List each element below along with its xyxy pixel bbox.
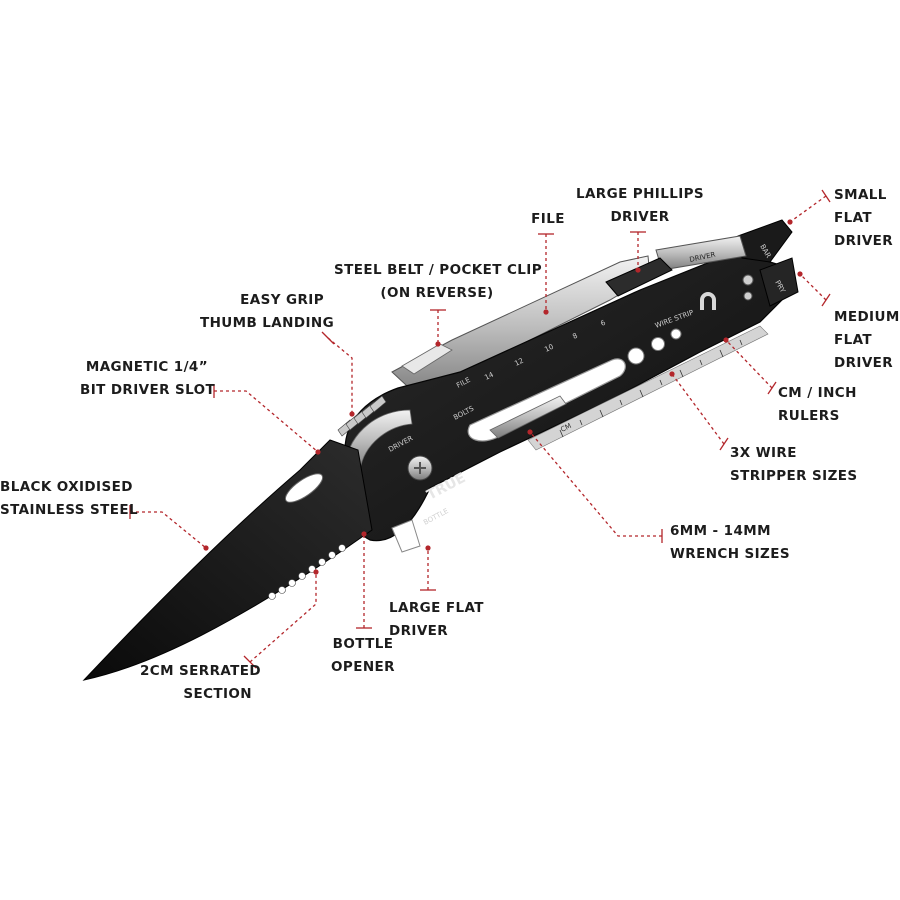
wire-stripper-hole — [627, 347, 645, 365]
phillips-driver-lever — [605, 257, 673, 297]
leader-dot-serrated-section — [313, 569, 319, 575]
leader-dot-wrench-sizes — [527, 429, 533, 435]
leader-line-wrench-sizes — [529, 431, 662, 537]
leader-tick-small-flat-driver — [821, 189, 831, 203]
callout-cm-inch-rulers: CM / INCH RULERS — [778, 385, 857, 424]
pivot-screw-torx — [414, 462, 426, 474]
wrench-cutout — [467, 358, 626, 442]
ruler-strip — [527, 325, 769, 451]
leader-dot-easy-grip-thumb-landing — [349, 411, 355, 417]
leader-line-cm-inch-rulers — [725, 339, 773, 389]
pivot-bolster — [344, 409, 413, 471]
leader-dot-cm-inch-rulers — [723, 337, 729, 343]
leader-dot-small-flat-driver — [787, 219, 793, 225]
callout-large-phillips-driver: LARGE PHILLIPS DRIVER — [575, 186, 705, 225]
callout-large-flat-driver: LARGE FLAT DRIVER — [389, 600, 484, 639]
leader-dot-magnetic-bit-driver-slot — [315, 449, 321, 455]
callout-easy-grip-thumb-landing: EASY GRIP THUMB LANDING — [200, 292, 335, 331]
leader-dot-file — [543, 309, 549, 315]
thumb-grip-serrations — [337, 395, 387, 437]
rivet-screw — [743, 291, 753, 301]
leader-line-serrated-section — [249, 572, 317, 663]
ruler-ticks — [559, 339, 743, 438]
leader-line-magnetic-bit-driver-slot — [214, 390, 319, 453]
wire-stripper-hole — [670, 328, 682, 340]
handle-mark-cm: CM — [559, 422, 572, 434]
leader-dot-bottle-opener — [361, 531, 367, 537]
callout-wrench-sizes: 6MM - 14MM WRENCH SIZES — [670, 523, 790, 562]
callout-medium-flat-driver: MEDIUM FLAT DRIVER — [834, 309, 900, 371]
bottle-opener-notch — [391, 519, 421, 553]
leader-line-small-flat-driver — [789, 195, 827, 223]
leader-dot-black-oxidised-stainless-steel — [203, 545, 209, 551]
wrench-size-marks: 14 12 10 8 6 — [483, 318, 607, 381]
callout-magnetic-bit-driver-slot: MAGNETIC 1/4” BIT DRIVER SLOT — [80, 359, 216, 398]
wrench-size-mark: 14 — [483, 370, 495, 381]
wrench-size-mark: 10 — [543, 343, 555, 354]
callout-steel-belt-pocket-clip: STEEL BELT / POCKET CLIP (ON REVERSE) — [334, 262, 542, 301]
leader-dot-steel-belt-pocket-clip — [435, 341, 441, 347]
wrench-size-mark: 12 — [513, 357, 525, 368]
leader-tick-medium-flat-driver — [821, 293, 831, 307]
wrench-size-mark: 8 — [571, 332, 579, 341]
leader-dot-medium-flat-driver — [797, 271, 803, 277]
wrench-size-mark: 6 — [599, 318, 607, 327]
leader-tick-wire-stripper-sizes — [719, 437, 729, 451]
leader-dot-wire-stripper-sizes — [669, 371, 675, 377]
wire-stripper-hole — [651, 337, 665, 351]
callout-serrated-section: 2CM SERRATED SECTION — [140, 663, 262, 702]
leader-line-medium-flat-driver — [799, 273, 827, 301]
bit-driver-in-slot — [489, 395, 567, 439]
leader-line-black-oxidised-stainless-steel — [130, 511, 207, 549]
handle-mark-bottle: BOTTLE — [422, 507, 450, 527]
leader-line-easy-grip-thumb-landing — [327, 337, 353, 414]
pocket-clip — [401, 343, 453, 375]
leader-tick-serrated-section — [243, 655, 257, 669]
rivet-screw — [742, 274, 754, 286]
leader-tick-easy-grip-thumb-landing — [321, 331, 335, 345]
callout-wire-stripper-sizes: 3X WIRE STRIPPER SIZES — [730, 445, 858, 484]
callout-bottle-opener: BOTTLE OPENER — [331, 636, 395, 675]
medium-flat-driver-tip — [759, 257, 799, 307]
blade-thumb-hole — [284, 473, 324, 503]
leader-tick-cm-inch-rulers — [767, 381, 777, 395]
callout-file: FILE — [531, 211, 565, 227]
magnet-icon — [700, 292, 716, 310]
callout-black-oxidised-stainless-steel: BLACK OXIDISED STAINLESS STEEL — [0, 479, 138, 518]
leader-dot-large-phillips-driver — [635, 267, 641, 273]
callout-leader-lines — [129, 189, 831, 669]
leader-line-wire-stripper-sizes — [671, 373, 725, 445]
leader-dot-large-flat-driver — [425, 545, 431, 551]
callout-small-flat-driver: SMALL FLAT DRIVER — [834, 187, 894, 249]
